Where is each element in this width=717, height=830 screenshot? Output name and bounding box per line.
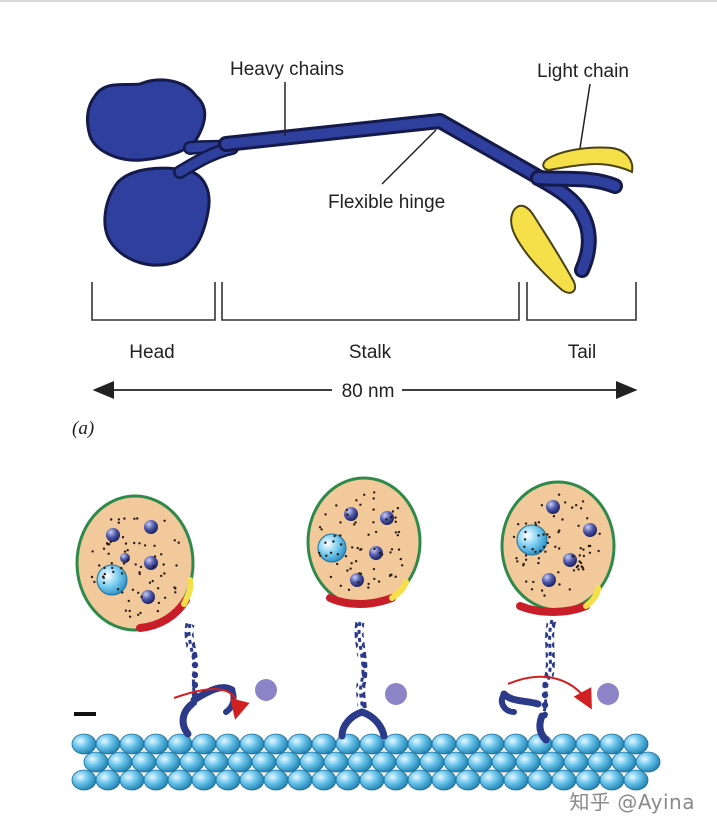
length-label: 80 nm (342, 381, 395, 402)
vesicle-speckles (90, 491, 601, 618)
upper-head (85, 78, 207, 162)
cargo-unit-3 (498, 480, 619, 744)
receptor-2 (326, 594, 396, 608)
receptor-3 (516, 602, 590, 616)
heavy-chains-label: Heavy chains (230, 59, 344, 80)
tail-label: Tail (568, 342, 597, 363)
actin-filament (71, 733, 661, 791)
myosin-molecule (85, 78, 634, 294)
watermark: 知乎 @Ayina (569, 790, 695, 814)
panel-label: (a) (72, 418, 94, 439)
top-border (0, 0, 717, 2)
head-label: Head (129, 342, 174, 363)
region-brackets (91, 282, 637, 321)
cargo-unit-1 (75, 494, 277, 738)
stalk-label: Stalk (349, 342, 392, 363)
lower-head (103, 166, 211, 267)
light-chain-lower (510, 204, 576, 294)
light-chain-label: Light chain (537, 61, 629, 82)
light-chain-upper (542, 146, 634, 174)
vesicle-1 (75, 494, 195, 632)
cargo-unit-2 (306, 476, 422, 740)
flexible-hinge-label: Flexible hinge (328, 192, 445, 213)
